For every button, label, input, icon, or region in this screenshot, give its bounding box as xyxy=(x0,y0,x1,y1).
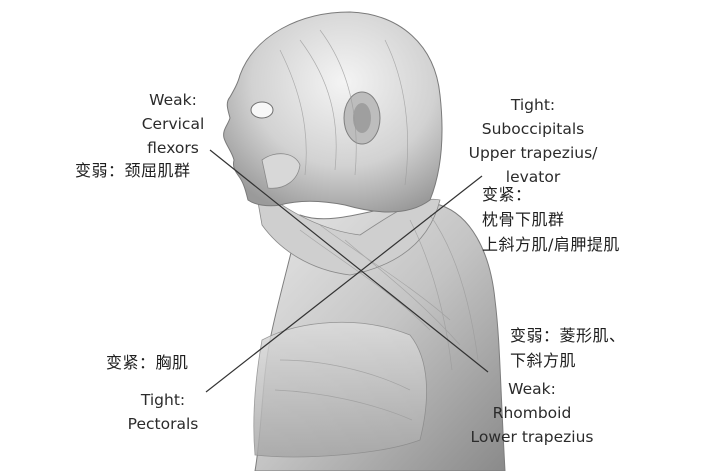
label-weak-rhomboid-line3: Lower trapezius xyxy=(470,428,594,446)
label-tight-upper-line4: levator xyxy=(505,168,561,186)
label-tight-upper-cn2: 枕骨下肌群 xyxy=(482,210,565,229)
label-tight-pectorals-line1: Tight: xyxy=(140,391,186,409)
label-weak-rhomboid-cn: 变弱：菱形肌、 下斜方肌 xyxy=(510,323,626,373)
jaw-muscle-shape xyxy=(261,153,301,189)
label-weak-rhomboid-cn2: 下斜方肌 xyxy=(510,351,577,370)
label-tight-suboccipitals: Tight: Suboccipitals Upper trapezius/ le… xyxy=(458,93,608,189)
label-tight-pectorals: Tight: Pectorals xyxy=(118,388,208,436)
neck-shape xyxy=(254,183,441,276)
eye-shape xyxy=(250,101,274,119)
label-weak-cervical-line3: flexors xyxy=(147,139,199,157)
pectoral-shape xyxy=(253,321,427,458)
label-weak-rhomboid: Weak: Rhomboid Lower trapezius xyxy=(462,377,602,449)
label-tight-upper-line2: Suboccipitals xyxy=(481,120,585,138)
label-weak-cervical-flexors: Weak: Cervical flexors xyxy=(128,88,218,160)
label-tight-upper-line3: Upper trapezius/ xyxy=(468,144,598,162)
muscle-striations xyxy=(274,29,479,421)
pointer-line-pectorals-to-upper-trap xyxy=(205,175,483,393)
label-weak-cervical-line2: Cervical xyxy=(141,115,205,133)
label-tight-pectorals-cn: 变紧：胸肌 xyxy=(106,353,189,372)
label-tight-pectorals-line2: Pectorals xyxy=(127,415,199,433)
label-tight-upper-line1: Tight: xyxy=(510,96,556,114)
label-tight-upper-cn1: 变紧： xyxy=(482,185,532,204)
pointer-line-cervical-to-rhomboid xyxy=(209,149,489,373)
label-weak-cervical-line1: Weak: xyxy=(149,91,197,109)
ear-inner-shape xyxy=(353,103,371,133)
label-weak-rhomboid-cn1: 变弱：菱形肌、 xyxy=(510,326,626,345)
label-weak-rhomboid-line2: Rhomboid xyxy=(492,404,572,422)
label-tight-upper-cn: 变紧： 枕骨下肌群 上斜方肌/肩胛提肌 xyxy=(482,182,620,257)
label-weak-cervical-cn: 变弱：颈屈肌群 xyxy=(75,161,191,180)
label-weak-rhomboid-line1: Weak: xyxy=(508,380,556,398)
label-tight-upper-cn3: 上斜方肌/肩胛提肌 xyxy=(482,235,620,254)
